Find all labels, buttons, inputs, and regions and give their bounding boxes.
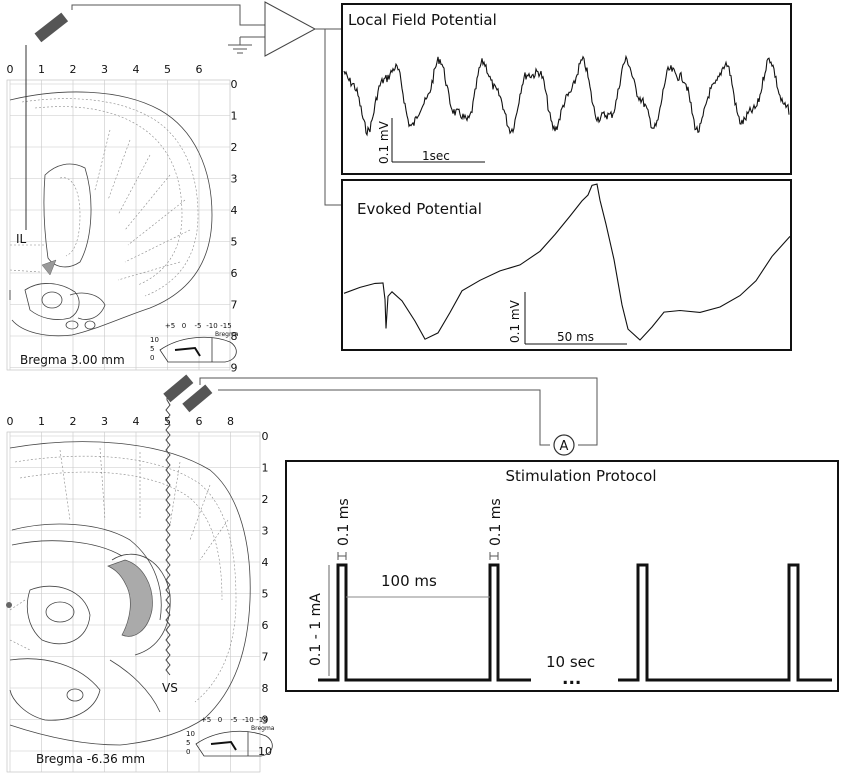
bottom-region-label: VS xyxy=(162,681,178,695)
inset-ap-tick: -5 xyxy=(195,322,202,330)
ep-title: Evoked Potential xyxy=(357,200,482,218)
y-tick-label: 6 xyxy=(231,267,238,280)
inset-dv-tick: 10 xyxy=(186,730,195,738)
lfp-scale-v-label: 0.1 mV xyxy=(377,120,391,164)
train-interval-label: 10 sec xyxy=(546,653,595,671)
y-tick-label: 5 xyxy=(231,236,238,249)
inset-ap-tick: -15 xyxy=(256,716,267,724)
inset-dv-tick: 0 xyxy=(186,748,190,756)
ammeter-label: A xyxy=(560,439,569,454)
y-tick-label: 7 xyxy=(262,651,269,664)
top-x-ticks: 0 1 2 3 4 5 6 xyxy=(7,63,203,76)
y-tick-label: 3 xyxy=(262,525,269,538)
x-tick-label: 0 xyxy=(7,415,14,428)
y-tick-label: 6 xyxy=(262,619,269,632)
inset-ap-tick: -15 xyxy=(220,322,231,330)
inset-dv-tick: 5 xyxy=(150,345,154,353)
ep-scale-t-label: 50 ms xyxy=(557,330,594,344)
y-tick-label: 3 xyxy=(231,173,238,186)
x-tick-label: 1 xyxy=(38,63,45,76)
y-tick-label: 8 xyxy=(262,682,269,695)
inset-ap-tick: 0 xyxy=(182,322,186,330)
top-grid xyxy=(9,80,230,370)
stim-panel: Stimulation Protocol 0.1 ms 0.1 ms 100 m… xyxy=(285,460,839,692)
y-tick-label: 5 xyxy=(262,588,269,601)
x-tick-label: 4 xyxy=(133,63,140,76)
stim-waveform-1 xyxy=(318,563,531,682)
top-bregma-label: Bregma 3.00 mm xyxy=(20,353,125,367)
x-tick-label: 2 xyxy=(70,415,77,428)
bottom-bregma-label: Bregma -6.36 mm xyxy=(36,752,145,766)
ep-panel: Evoked Potential 0.1 mV 50 ms xyxy=(341,179,792,351)
x-tick-label: 6 xyxy=(196,63,203,76)
y-tick-label: 7 xyxy=(231,299,238,312)
x-tick-label: 4 xyxy=(133,415,140,428)
inset-ap-tick: +5 xyxy=(201,716,211,724)
amplifier-icon xyxy=(264,1,317,57)
x-tick-label: 5 xyxy=(164,63,171,76)
inset-dv-tick: 10 xyxy=(150,336,159,344)
y-tick-label: 10 xyxy=(258,745,272,758)
stim-title: Stimulation Protocol xyxy=(506,467,657,485)
y-tick-label: 2 xyxy=(231,141,238,154)
stim-waveform-2 xyxy=(618,563,832,682)
ep-scale-v-label: 0.1 mV xyxy=(508,299,522,343)
y-tick-label: 9 xyxy=(231,362,238,375)
x-tick-label: 0 xyxy=(7,63,14,76)
bottom-grid xyxy=(9,432,260,772)
inset-dv-tick: 0 xyxy=(150,354,154,362)
y-tick-label: 1 xyxy=(231,110,238,123)
top-electrode xyxy=(25,12,69,230)
y-tick-label: 2 xyxy=(262,493,269,506)
inset-ap-tick: -10 xyxy=(242,716,253,724)
y-tick-label: 8 xyxy=(231,330,238,343)
x-tick-label: 1 xyxy=(38,415,45,428)
inset-ap-tick: 0 xyxy=(218,716,222,724)
bottom-brain-section: 0 1 2 3 4 5 6 8 0 1 2 3 4 5 6 7 8 9 10 VS Bregma -6.36 mm xyxy=(6,374,272,773)
top-y-ticks: 0 1 2 3 4 5 6 7 8 9 xyxy=(231,78,238,375)
x-tick-label: 6 xyxy=(196,415,203,428)
train-ellipsis: ... xyxy=(562,669,581,689)
pulse-width-label-2: 0.1 ms xyxy=(488,498,504,546)
ammeter-icon xyxy=(553,434,575,456)
amplitude-label: 0.1 - 1 mA xyxy=(308,593,324,666)
x-tick-label: 3 xyxy=(101,415,108,428)
lfp-scale-t-label: 1sec xyxy=(422,149,450,163)
y-tick-label: 4 xyxy=(262,556,269,569)
interpulse-label: 100 ms xyxy=(381,572,437,590)
inset-bregma-label: Bregma xyxy=(215,331,239,338)
bottom-y-ticks: 0 1 2 3 4 5 6 7 8 9 10 xyxy=(258,430,272,758)
inset-bregma-label: Bregma xyxy=(251,725,275,732)
x-tick-label: 2 xyxy=(70,63,77,76)
y-tick-label: 0 xyxy=(231,78,238,91)
lfp-title: Local Field Potential xyxy=(348,11,497,29)
y-tick-label: 0 xyxy=(262,430,269,443)
top-region-label: IL xyxy=(16,232,27,246)
inset-ap-tick: -10 xyxy=(206,322,217,330)
x-tick-label: 8 xyxy=(227,415,234,428)
x-tick-label: 3 xyxy=(101,63,108,76)
y-tick-label: 9 xyxy=(262,714,269,727)
y-tick-label: 4 xyxy=(231,204,238,217)
y-tick-label: 1 xyxy=(262,462,269,475)
ep-trace xyxy=(343,183,791,341)
bottom-electrode-pair xyxy=(163,374,213,676)
lfp-panel: Local Field Potential 0.1 mV 1sec xyxy=(341,3,792,175)
pulse-width-label-1: 0.1 ms xyxy=(336,498,352,546)
top-brain-outline xyxy=(9,91,213,337)
lfp-trace xyxy=(343,54,790,137)
amplifier-circuit xyxy=(71,1,342,206)
inset-ap-tick: -5 xyxy=(231,716,238,724)
stimulator-wiring: A xyxy=(199,377,598,456)
top-brain-section: 0 1 2 3 4 5 6 0 1 2 3 4 5 6 7 8 9 IL Bregma 3.00 mm xyxy=(7,12,238,375)
inset-ap-tick: +5 xyxy=(165,322,175,330)
inset-dv-tick: 5 xyxy=(186,739,190,747)
